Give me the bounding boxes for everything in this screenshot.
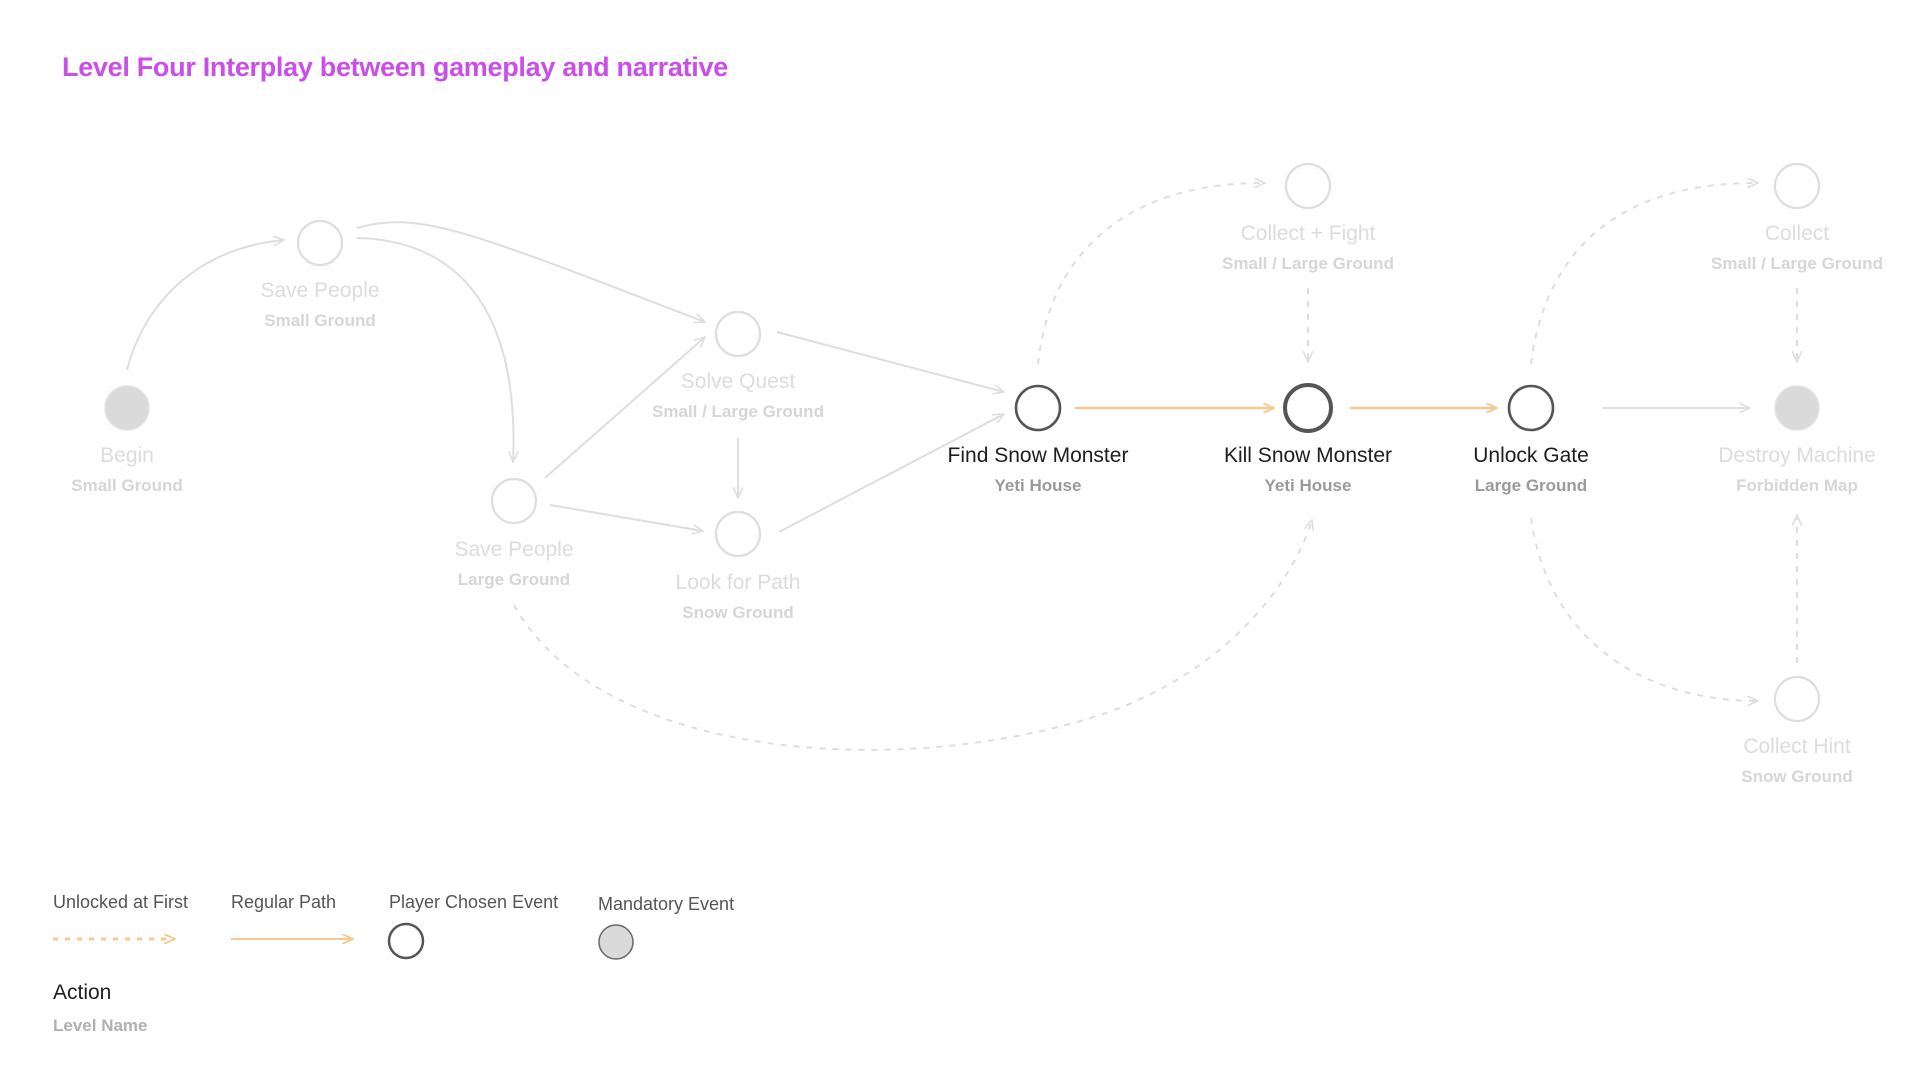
node-level-label: Yeti House — [1265, 476, 1352, 495]
node-action-label: Collect — [1765, 222, 1829, 245]
node-level-label: Small / Large Ground — [1222, 254, 1394, 273]
legend-chosen-circle — [387, 922, 425, 960]
legend-chosen-label: Player Chosen Event — [389, 892, 558, 912]
node-action-label: Kill Snow Monster — [1224, 444, 1392, 467]
edges-layer — [126, 183, 1797, 751]
player-chosen-event-circle — [1773, 675, 1821, 723]
node-level-label: Small / Large Ground — [1711, 254, 1883, 273]
legend-action-label: Action — [53, 981, 111, 1004]
node-level-label: Snow Ground — [1741, 767, 1852, 786]
legend-mandatory-label: Mandatory Event — [598, 894, 734, 914]
node-action-label: Save People — [454, 538, 573, 561]
node-action-label: Destroy Machine — [1718, 444, 1876, 467]
edge-save2-to-path — [549, 504, 703, 531]
node-action-label: Save People — [260, 279, 379, 302]
node-level-label: Small / Large Ground — [652, 402, 824, 421]
node-action-label: Find Snow Monster — [948, 444, 1129, 467]
player-chosen-event-circle — [1507, 384, 1555, 432]
legend: Unlocked at First Regular Path Player Ch… — [53, 892, 734, 1035]
node-action-label: Look for Path — [676, 571, 801, 594]
player-chosen-event-circle — [490, 477, 538, 525]
edge-find-to-collectfight — [1037, 183, 1265, 365]
node-action-label: Begin — [100, 444, 154, 467]
player-chosen-event-circle — [1284, 162, 1332, 210]
page-title: Level Four Interplay between gameplay an… — [62, 52, 728, 82]
legend-unlocked-label: Unlocked at First — [53, 892, 188, 912]
edge-save1-to-quest — [356, 221, 705, 322]
node-level-label: Small Ground — [71, 476, 182, 495]
player-chosen-event-circle — [714, 310, 762, 358]
player-chosen-event-circle — [1283, 383, 1333, 433]
node-action-label: Unlock Gate — [1473, 444, 1589, 467]
edge-path-to-find — [778, 414, 1004, 533]
edge-begin-to-save1 — [126, 240, 284, 371]
edge-unlock-to-hint — [1530, 517, 1758, 701]
mandatory-event-circle — [1774, 385, 1820, 431]
edge-save2-to-quest — [544, 337, 705, 479]
edge-quest-to-find — [776, 331, 1004, 392]
legend-level-label: Level Name — [53, 1016, 148, 1035]
node-action-label: Solve Quest — [681, 370, 796, 393]
node-level-label: Small Ground — [264, 311, 375, 330]
edge-save2-to-kill — [513, 520, 1312, 751]
player-chosen-event-circle — [1773, 162, 1821, 210]
node-level-label: Large Ground — [1475, 476, 1587, 495]
player-chosen-event-circle — [296, 219, 344, 267]
player-chosen-event-circle — [714, 510, 762, 558]
legend-regular-label: Regular Path — [231, 892, 336, 912]
player-chosen-event-circle — [1014, 384, 1062, 432]
mandatory-event-circle — [104, 385, 150, 431]
node-level-label: Yeti House — [995, 476, 1082, 495]
edge-unlock-to-collect — [1530, 183, 1758, 365]
node-level-label: Snow Ground — [682, 603, 793, 622]
node-level-label: Forbidden Map — [1736, 476, 1858, 495]
node-action-label: Collect Hint — [1743, 735, 1851, 758]
legend-mandatory-circle — [598, 924, 634, 960]
node-level-label: Large Ground — [458, 570, 570, 589]
edge-save1-to-save2 — [356, 237, 513, 462]
node-action-label: Collect + Fight — [1241, 222, 1376, 245]
